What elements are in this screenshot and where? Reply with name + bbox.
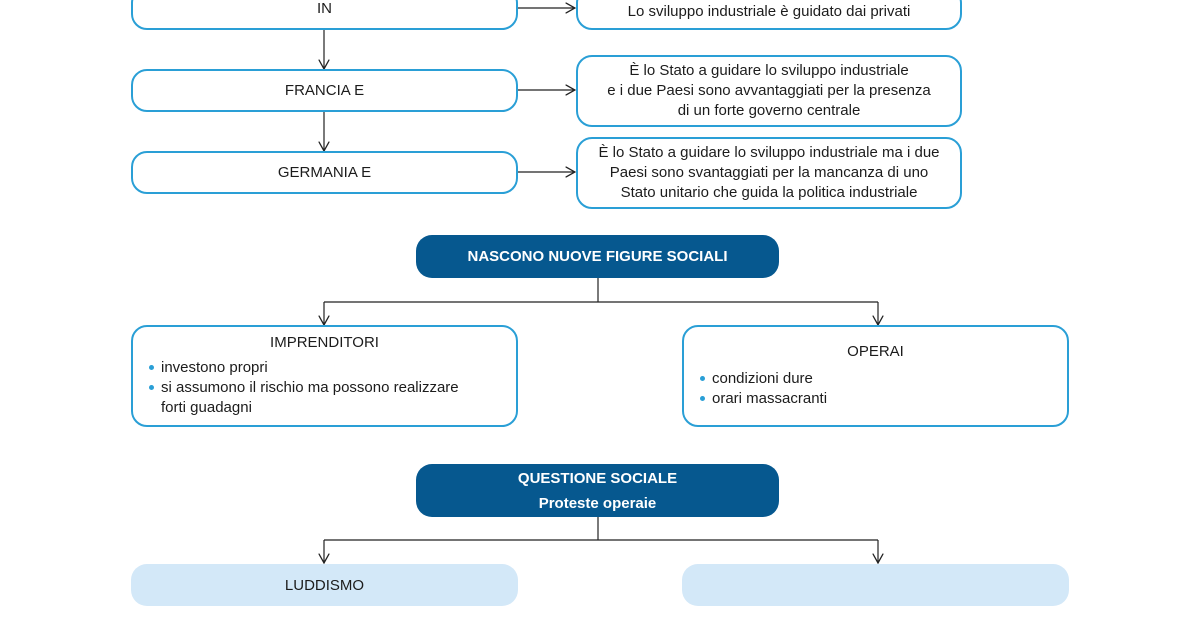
figures-title: NASCONO NUOVE FIGURE SOCIALI — [467, 248, 728, 265]
question-title: QUESTIONE SOCIALE — [517, 469, 678, 487]
country-box-in: IN — [131, 0, 518, 30]
operai-title: OPERAI — [847, 343, 904, 360]
operai-card: OPERAI condizioni dure orari massacranti — [682, 325, 1069, 427]
description-line: È lo Stato a guidare lo sviluppo industr… — [598, 144, 940, 161]
luddismo-box: LUDDISMO — [131, 564, 518, 606]
list-item: si assumono il rischio ma possono realiz… — [147, 378, 502, 418]
right-outcome-box — [682, 564, 1069, 606]
country-box-francia: FRANCIA E — [131, 69, 518, 112]
description-line: e i due Paesi sono avvantaggiati per la … — [607, 82, 931, 99]
country-description-francia: È lo Stato a guidare lo sviluppo industr… — [576, 55, 962, 127]
country-label: FRANCIA E — [284, 81, 365, 99]
imprenditori-card: IMPRENDITORI investono propri si assumon… — [131, 325, 518, 427]
description-line: Lo sviluppo industriale è guidato dai pr… — [627, 2, 911, 20]
country-label: IN — [317, 0, 332, 17]
description-line: Paesi sono svantaggiati per la mancanza … — [609, 164, 929, 181]
country-label: GERMANIA E — [277, 163, 372, 181]
description-line: di un forte governo centrale — [677, 102, 861, 119]
country-box-germania: GERMANIA E — [131, 151, 518, 194]
question-header: QUESTIONE SOCIALE Proteste operaie — [416, 464, 779, 517]
question-subtitle: Proteste operaie — [538, 494, 657, 512]
connector-figures — [324, 278, 878, 303]
description-line: Stato unitario che guida la politica ind… — [620, 184, 918, 201]
list-item: condizioni dure — [698, 369, 1053, 389]
country-description-germania: È lo Stato a guidare lo sviluppo industr… — [576, 137, 962, 209]
imprenditori-title: IMPRENDITORI — [270, 334, 379, 351]
figures-header: NASCONO NUOVE FIGURE SOCIALI — [416, 235, 779, 278]
operai-list: condizioni dure orari massacranti — [698, 369, 1053, 409]
description-line: È lo Stato a guidare lo sviluppo industr… — [629, 62, 909, 79]
connector-question — [324, 517, 878, 541]
luddismo-label: LUDDISMO — [284, 576, 365, 594]
imprenditori-list: investono propri si assumono il rischio … — [147, 358, 502, 418]
list-item: orari massacranti — [698, 389, 1053, 409]
list-item: investono propri — [147, 358, 502, 378]
country-description-in: Lo sviluppo industriale è guidato dai pr… — [576, 0, 962, 30]
